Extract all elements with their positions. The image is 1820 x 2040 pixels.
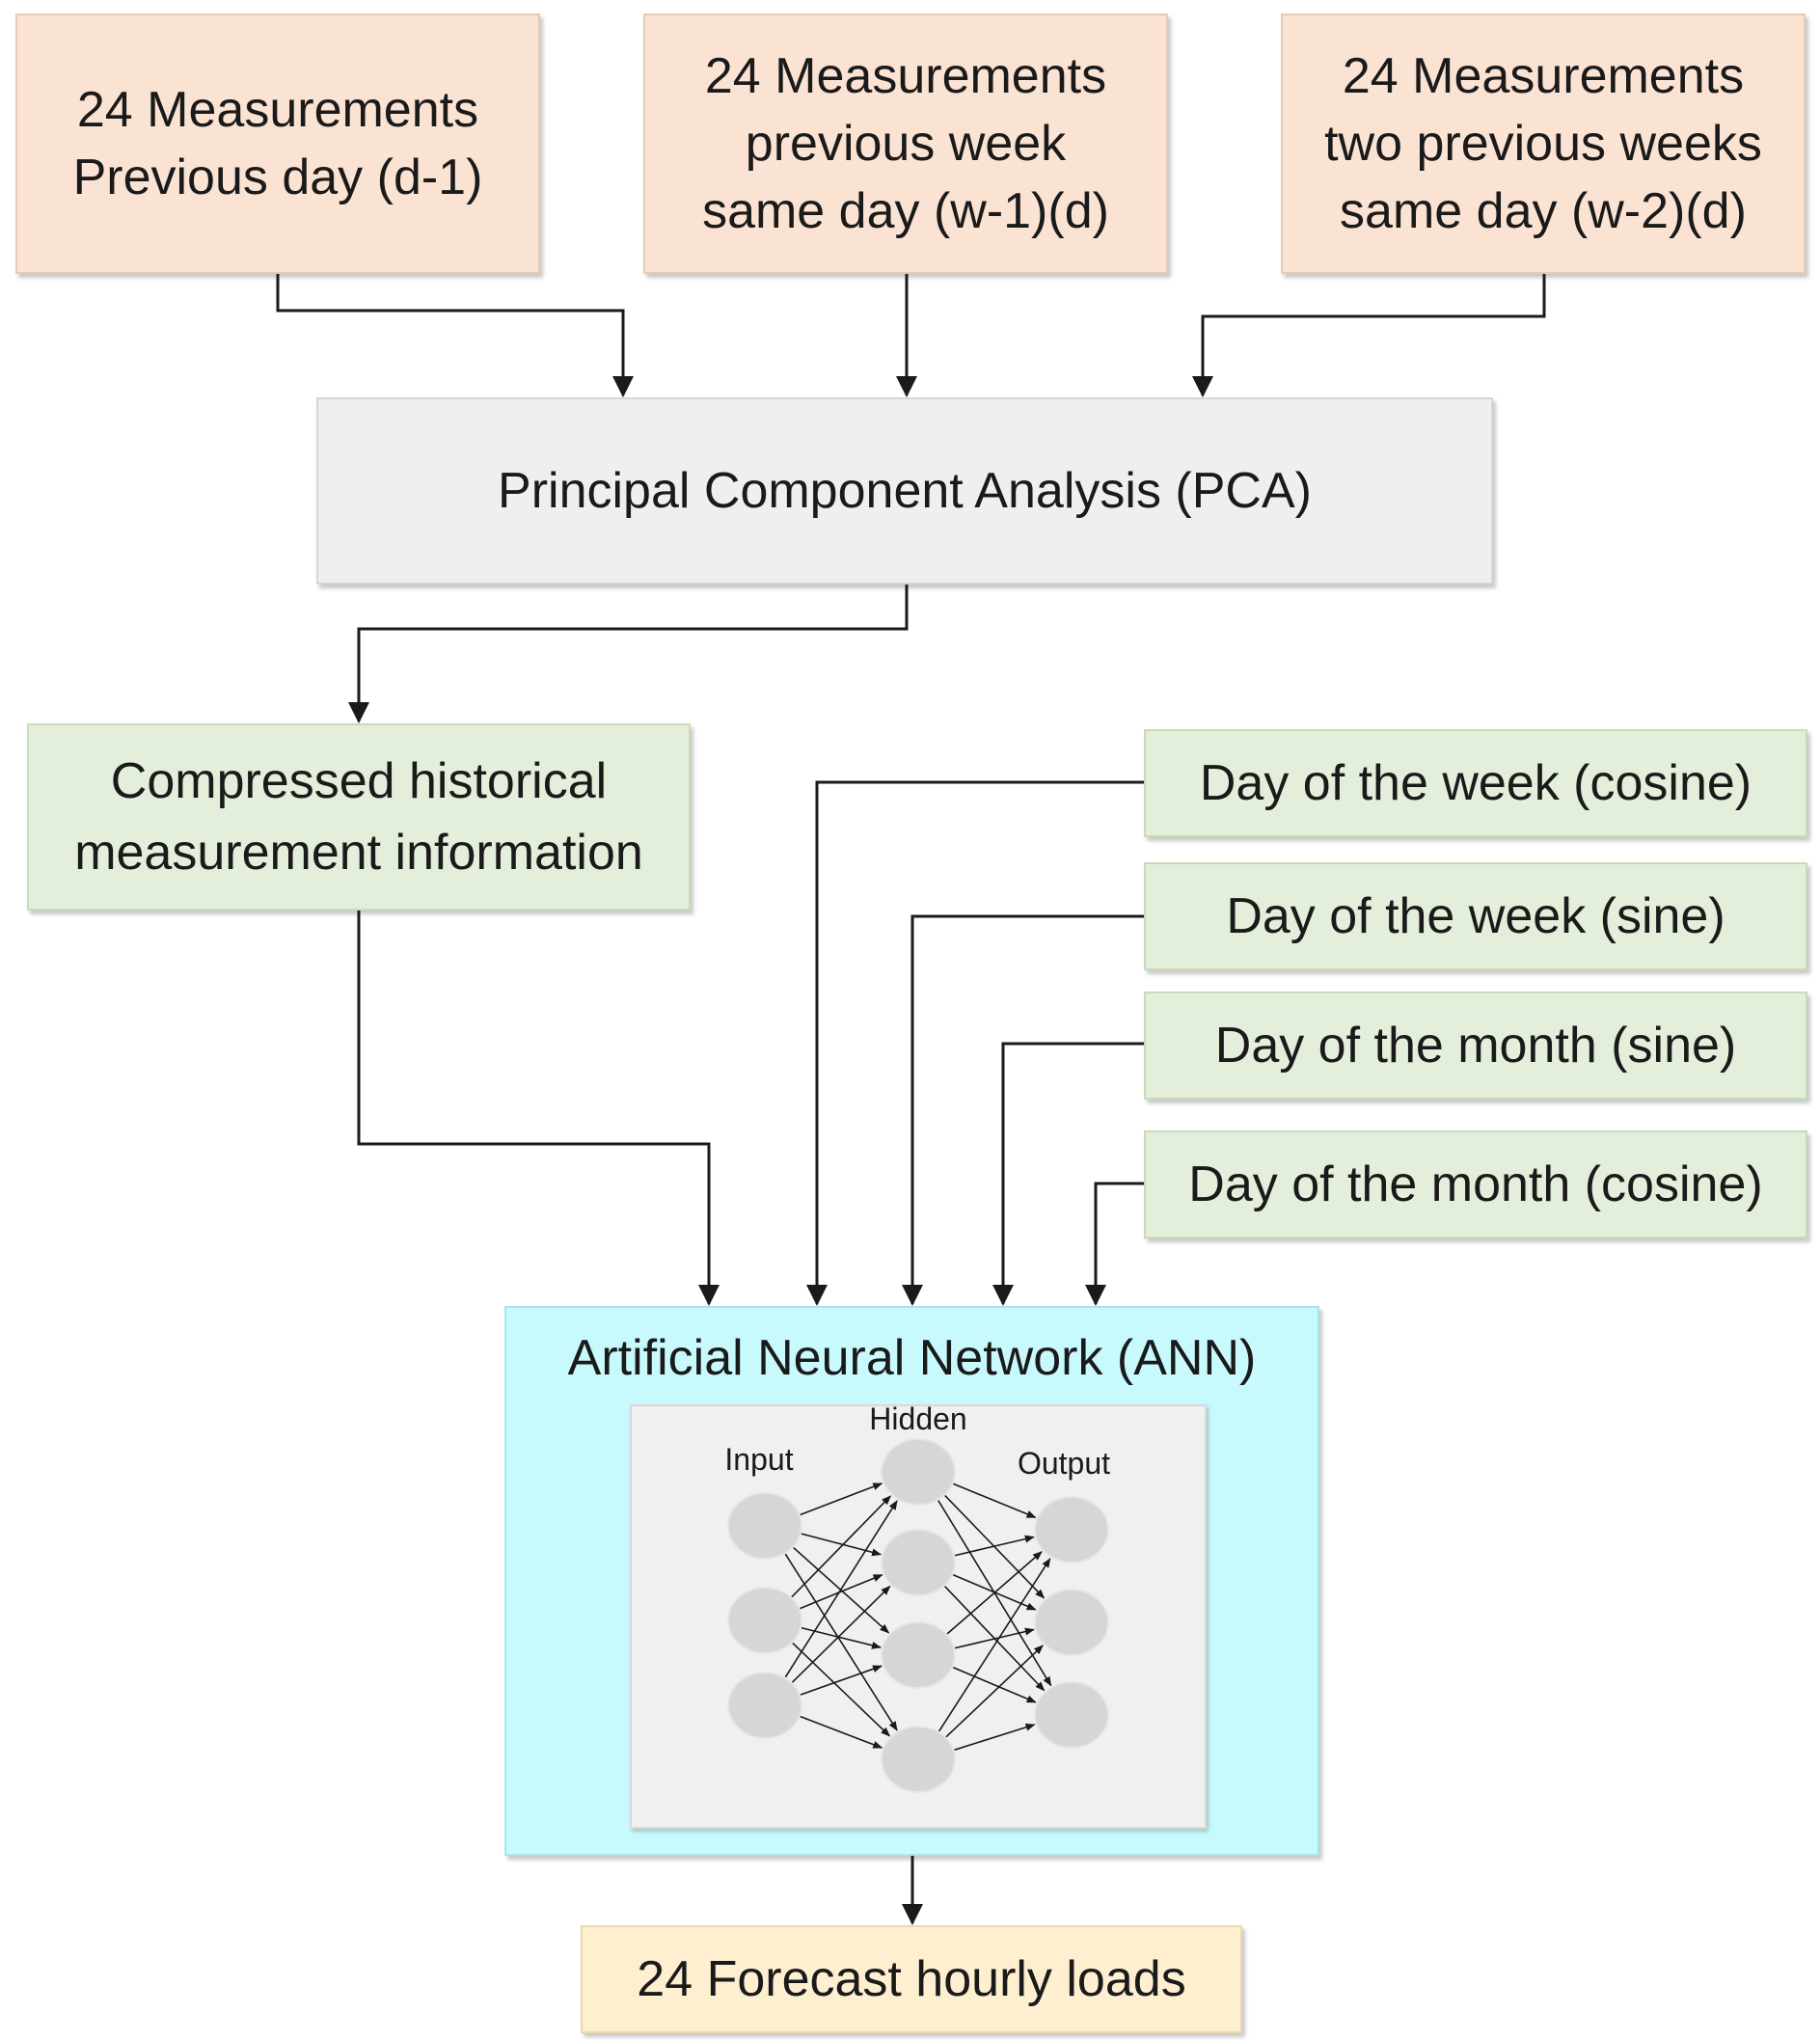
arrow-dom-cos-to-ann — [1085, 1182, 1144, 1306]
output-neuron — [1034, 1496, 1109, 1564]
nn-connection — [944, 1645, 1044, 1738]
nn-connection — [799, 1665, 883, 1697]
output-layer-label: Output — [1018, 1446, 1110, 1481]
nn-connection — [953, 1535, 1035, 1557]
nn-connection — [800, 1533, 883, 1557]
nn-connection — [799, 1573, 883, 1610]
pca-box: Principal Component Analysis (PCA) — [316, 397, 1493, 585]
nn-connection — [952, 1482, 1037, 1519]
hidden-layer-label: Hidden — [869, 1406, 966, 1436]
nn-connection — [953, 1627, 1035, 1649]
nn-connection — [790, 1495, 891, 1598]
hidden-neuron — [881, 1621, 956, 1689]
hidden-neuron — [881, 1438, 956, 1506]
output-neuron — [1034, 1681, 1109, 1749]
day-of-week-cosine-box: Day of the week (cosine) — [1144, 729, 1807, 837]
two-previous-weeks-box: 24 Measurements two previous weeks same … — [1281, 14, 1806, 274]
nn-connection — [937, 1558, 1051, 1733]
previous-week-box: 24 Measurements previous week same day (… — [643, 14, 1168, 274]
arrow-two-weeks-to-pca — [1192, 274, 1546, 397]
hidden-neuron — [881, 1529, 956, 1596]
nn-connection — [784, 1500, 898, 1679]
arrow-dow-sin-to-ann — [902, 914, 1144, 1306]
day-of-week-sine-box: Day of the week (sine) — [1144, 862, 1807, 970]
neural-network-graphic: Input Hidden Output — [724, 1401, 1110, 1793]
hidden-neuron — [881, 1726, 956, 1793]
neural-network-illustration: Input Hidden Output — [630, 1401, 1207, 1829]
arrow-dow-cos-to-ann — [806, 780, 1144, 1306]
arrow-previous-day-to-pca — [276, 274, 634, 397]
nn-connection — [799, 1482, 883, 1516]
day-of-month-sine-box: Day of the month (sine) — [1144, 992, 1807, 1100]
nn-connection — [943, 1585, 1046, 1692]
nn-connection — [945, 1551, 1043, 1636]
nn-connection — [799, 1715, 883, 1749]
nn-connection — [784, 1552, 898, 1731]
day-of-month-cosine-box: Day of the month (cosine) — [1144, 1130, 1807, 1238]
nn-connection — [952, 1666, 1037, 1703]
arrow-compressed-to-ann — [357, 911, 720, 1306]
input-neuron — [727, 1672, 802, 1739]
input-neuron — [727, 1587, 802, 1654]
output-neuron — [1034, 1589, 1109, 1656]
ann-title: Artificial Neural Network (ANN) — [567, 1330, 1257, 1386]
arrow-dom-sin-to-ann — [992, 1042, 1144, 1306]
ann-box: Artificial Neural Network (ANN) Input Hi… — [504, 1306, 1319, 1856]
forecast-output-box: 24 Forecast hourly loads — [581, 1925, 1242, 2033]
nn-connection — [791, 1642, 891, 1737]
arrow-pca-to-compressed — [348, 585, 909, 723]
input-layer-label: Input — [724, 1442, 793, 1477]
nn-connection — [791, 1585, 891, 1684]
previous-day-box: 24 Measurements Previous day (d-1) — [15, 14, 540, 274]
input-neuron — [727, 1492, 802, 1560]
nn-connection — [953, 1723, 1036, 1752]
compressed-info-box: Compressed historical measurement inform… — [27, 723, 691, 911]
